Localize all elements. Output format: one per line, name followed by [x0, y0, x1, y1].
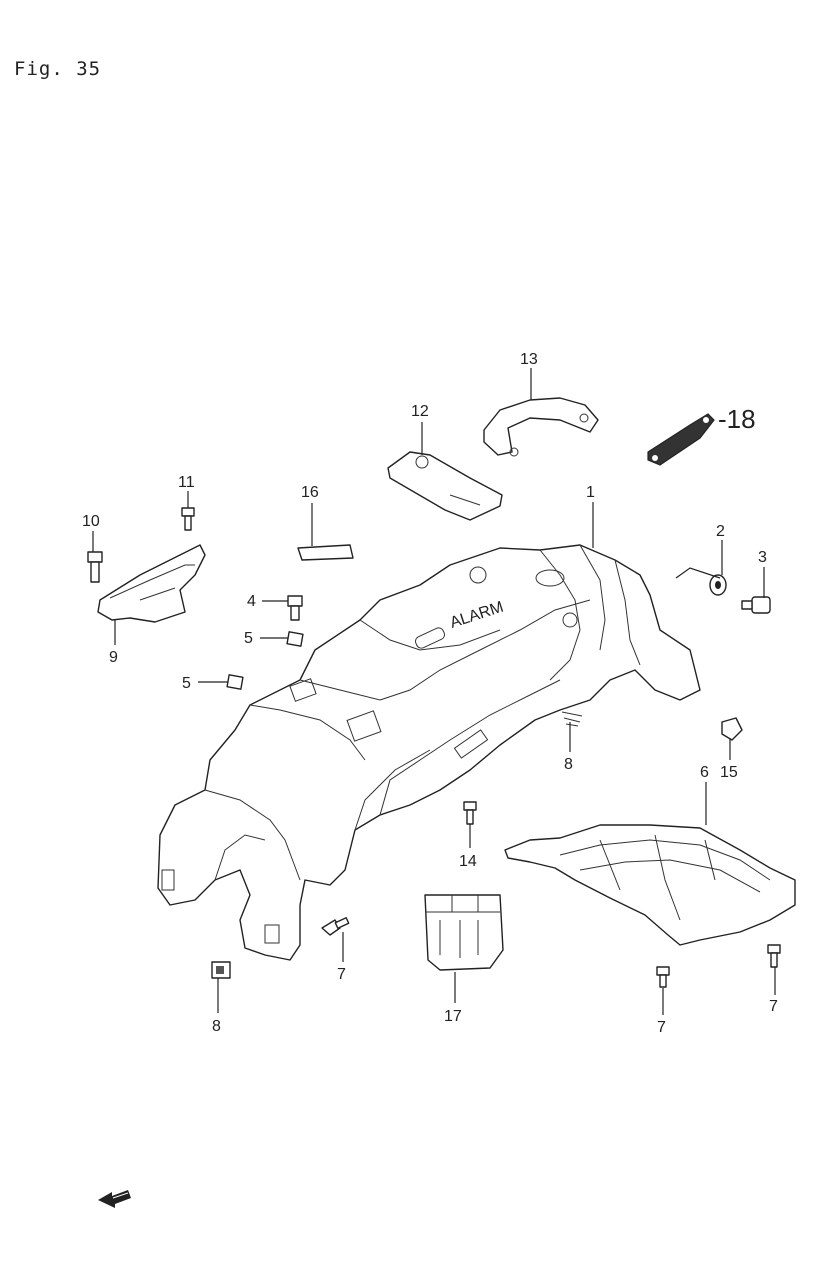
screw-part-7b [656, 966, 670, 988]
bolt-part-11 [181, 507, 195, 531]
callout-7a: 7 [337, 966, 346, 983]
callout-5a: 5 [244, 630, 253, 647]
callout-8b: 8 [564, 756, 573, 773]
front-arrow-icon [98, 1190, 131, 1208]
callout-12: 12 [411, 403, 429, 420]
callout-1: 1 [586, 484, 595, 501]
callout-14: 14 [459, 853, 477, 870]
leader-lines [92, 368, 776, 1015]
callout-3: 3 [758, 549, 767, 566]
callout-6: 6 [700, 764, 709, 781]
clip-part-8a [211, 961, 231, 979]
callout-17: 17 [444, 1008, 462, 1025]
plate-part-18 [647, 413, 715, 466]
screw-part-7a [321, 917, 350, 936]
callout-7c: 7 [769, 998, 778, 1015]
callout-9: 9 [109, 649, 118, 666]
callout-7b: 7 [657, 1019, 666, 1036]
callout-18: -18 [718, 404, 756, 434]
nut-part-3 [741, 596, 771, 614]
clip-part-8b [561, 711, 583, 727]
screw-part-7c [767, 944, 781, 968]
callout-15: 15 [720, 764, 738, 781]
callout-13: 13 [520, 351, 538, 368]
rear-fender-part-1: ALARM [157, 544, 701, 961]
bolt-part-4 [287, 595, 303, 621]
clip-part-5a [286, 631, 304, 647]
pad-part-16 [297, 544, 354, 561]
figure-title: Fig. 35 [14, 58, 102, 80]
panel-part-6 [504, 824, 796, 946]
callout-10: 10 [82, 513, 100, 530]
bolt-part-14 [463, 801, 477, 825]
grommet-part-15 [721, 717, 743, 741]
callout-5b: 5 [182, 675, 191, 692]
callout-4: 4 [247, 593, 256, 610]
washer-part-2 [709, 574, 727, 596]
strap-part-13 [483, 397, 599, 457]
callout-8a: 8 [212, 1018, 221, 1035]
cover-part-12 [387, 451, 503, 521]
bracket-part-9 [97, 544, 206, 623]
bolt-part-10 [87, 551, 103, 583]
callout-labels: 1 2 3 4 5 5 6 7 7 7 8 8 9 10 11 12 13 14… [82, 351, 778, 1036]
clip-part-5b [226, 674, 244, 690]
callout-11: 11 [178, 474, 195, 491]
callout-16: 16 [301, 484, 319, 501]
callout-2: 2 [716, 523, 725, 540]
cover-part-17 [424, 894, 504, 971]
